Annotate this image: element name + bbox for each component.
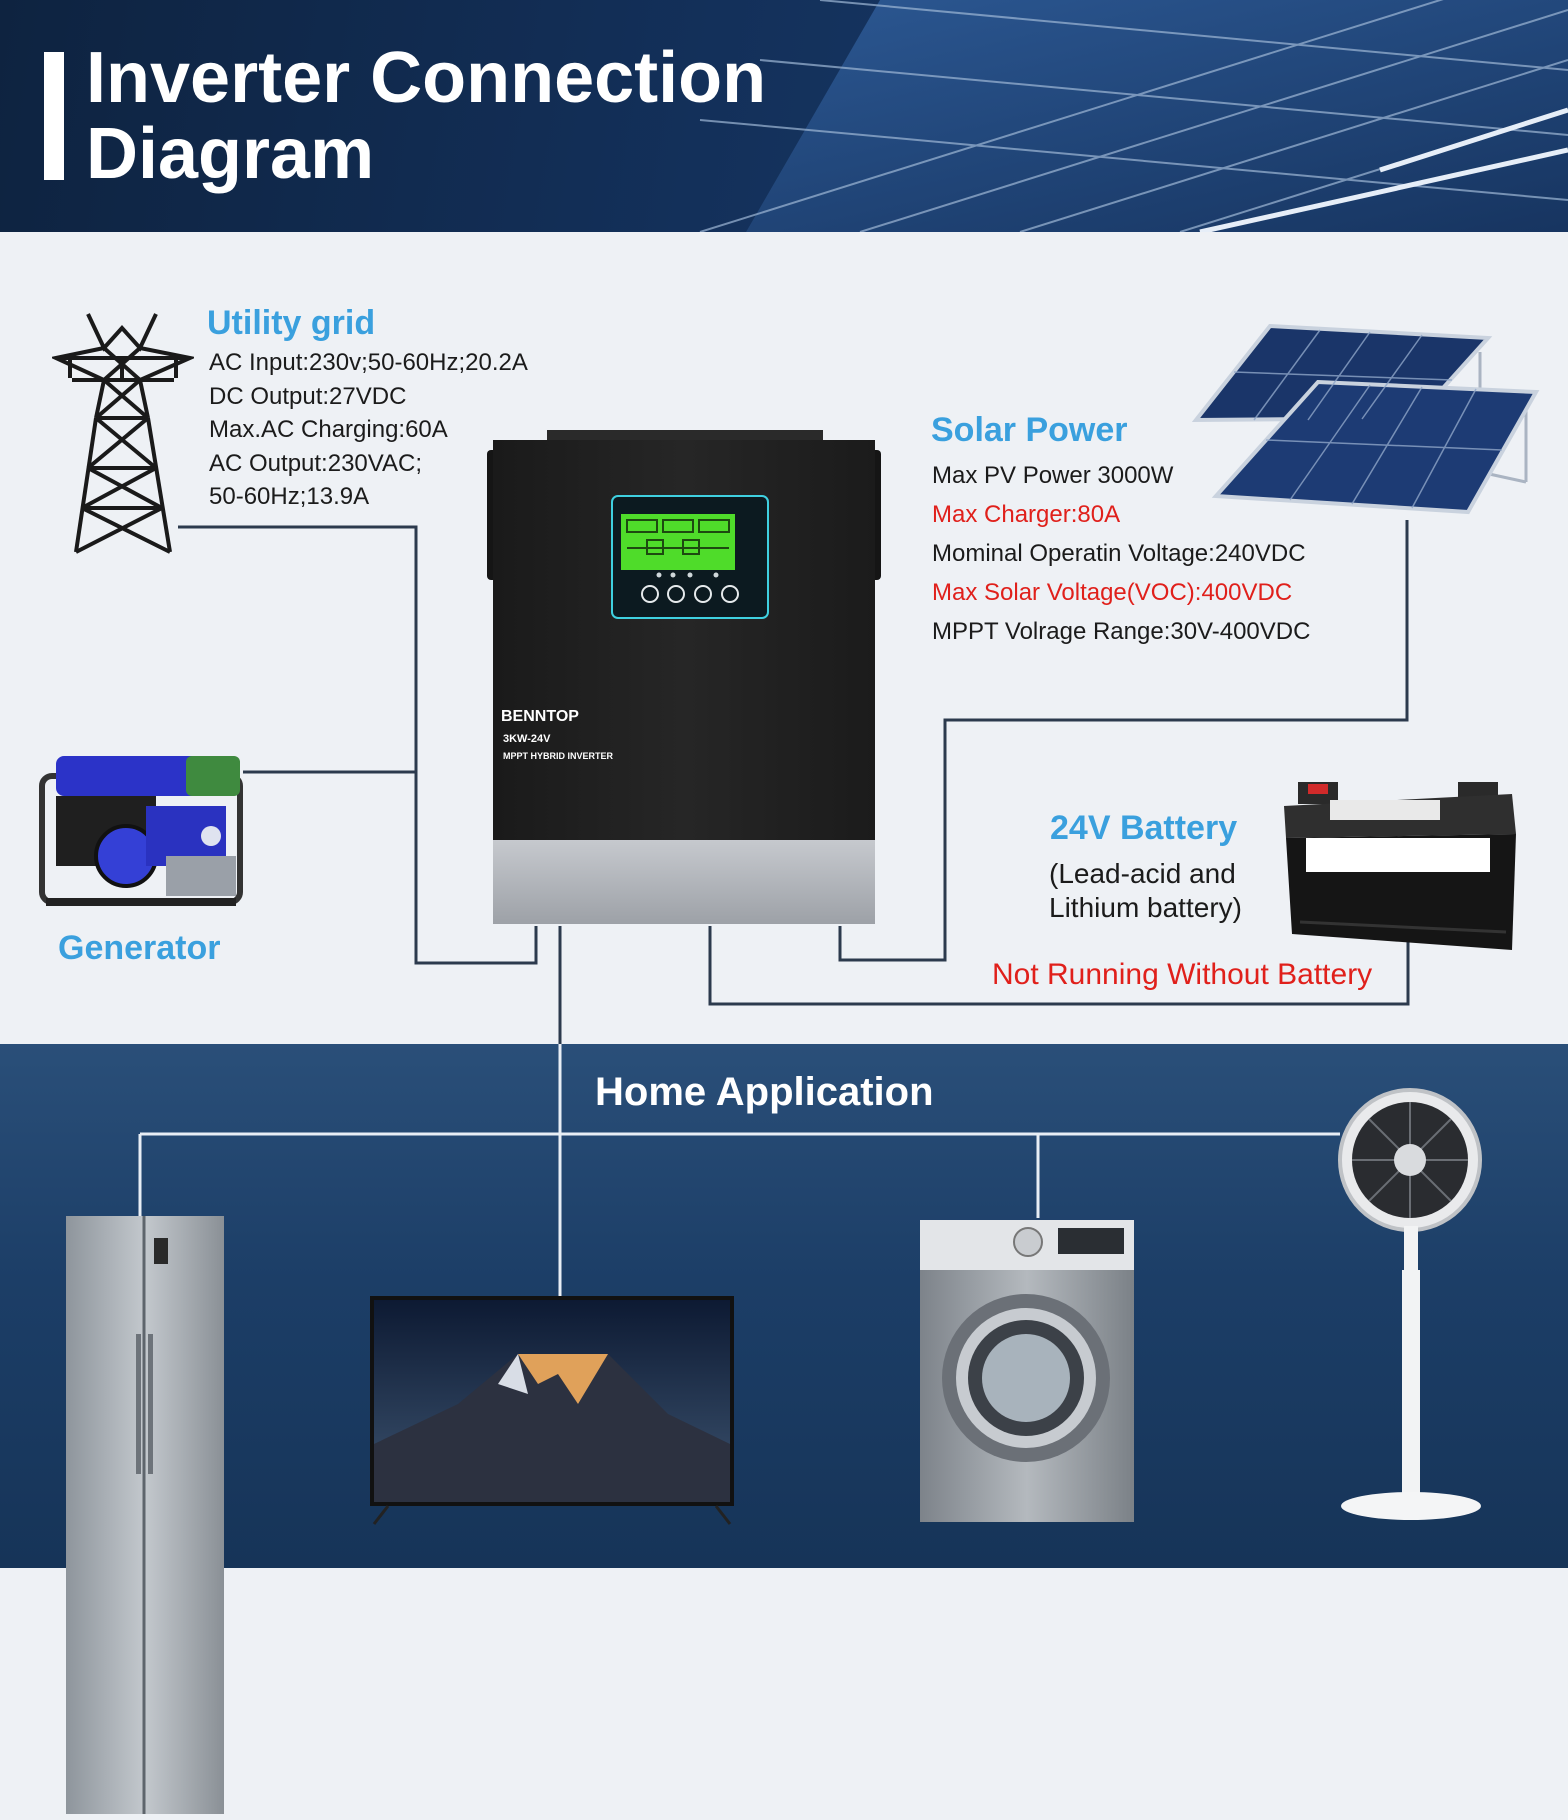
inverter-model: 3KW-24V — [503, 733, 551, 745]
television-icon — [370, 1296, 734, 1525]
enter-button — [721, 585, 739, 603]
spec-dc-output: DC Output:27VDC — [209, 382, 407, 410]
battery-heading: 24V Battery — [1050, 809, 1238, 847]
spec-max-charger: Max Charger:80A — [932, 501, 1121, 528]
utility-grid-specs: AC Input:230v;50-60Hz;20.2A DC Output:27… — [209, 346, 528, 514]
battery-type-line-1: (Lead-acid and — [1049, 858, 1236, 889]
header-banner: Inverter Connection Diagram — [0, 0, 1568, 232]
hybrid-inverter: BENNTOP 3KW-24V MPPT HYBRID INVERTER — [487, 430, 881, 924]
transmission-tower-icon — [52, 313, 194, 554]
solar-power-specs: Max PV Power 3000W Max Charger:80A Momin… — [932, 456, 1310, 651]
title-line-1: Inverter Connection — [86, 38, 767, 118]
spec-ac-output: AC Output:230VAC; — [209, 449, 422, 477]
battery-warning: Not Running Without Battery — [992, 958, 1373, 991]
solar-panel-background — [699, 0, 1568, 232]
lcd-screen — [621, 514, 735, 570]
refrigerator-icon — [66, 1216, 224, 1814]
utility-grid-heading: Utility grid — [207, 304, 376, 342]
spec-max-ac-charging: Max.AC Charging:60A — [209, 416, 448, 443]
battery-icon — [1284, 782, 1516, 950]
spec-mppt-range: MPPT Volrage Range:30V-400VDC — [932, 618, 1311, 645]
battery-type-line-2: Lithium battery) — [1049, 892, 1242, 923]
generator-label: Generator — [58, 929, 221, 967]
title-accent-bar — [44, 52, 64, 180]
washing-machine-icon — [920, 1220, 1134, 1522]
spec-ac-input: AC Input:230v;50-60Hz;20.2A — [209, 349, 528, 376]
home-application-area — [0, 1044, 1568, 1568]
up-button — [667, 585, 685, 603]
spec-nominal-voltage: Mominal Operatin Voltage:240VDC — [932, 540, 1306, 567]
esc-button — [641, 585, 659, 603]
battery-type: (Lead-acid and Lithium battery) — [1049, 857, 1242, 925]
inverter-type: MPPT HYBRID INVERTER — [503, 751, 614, 761]
inverter-brand: BENNTOP — [501, 708, 579, 725]
page-title: Inverter Connection Diagram — [86, 40, 766, 192]
spec-max-solar-voltage: Max Solar Voltage(VOC):400VDC — [932, 579, 1293, 606]
spec-ac-output-freq: 50-60Hz;13.9A — [209, 483, 370, 510]
solar-panels-icon — [1191, 323, 1540, 515]
generator-icon — [39, 756, 243, 906]
home-application-title: Home Application — [595, 1070, 934, 1114]
fan-icon — [1338, 1088, 1482, 1520]
solar-power-heading: Solar Power — [931, 411, 1128, 449]
title-line-2: Diagram — [86, 114, 375, 194]
down-button — [694, 585, 712, 603]
spec-max-pv-power: Max PV Power 3000W — [932, 462, 1174, 489]
